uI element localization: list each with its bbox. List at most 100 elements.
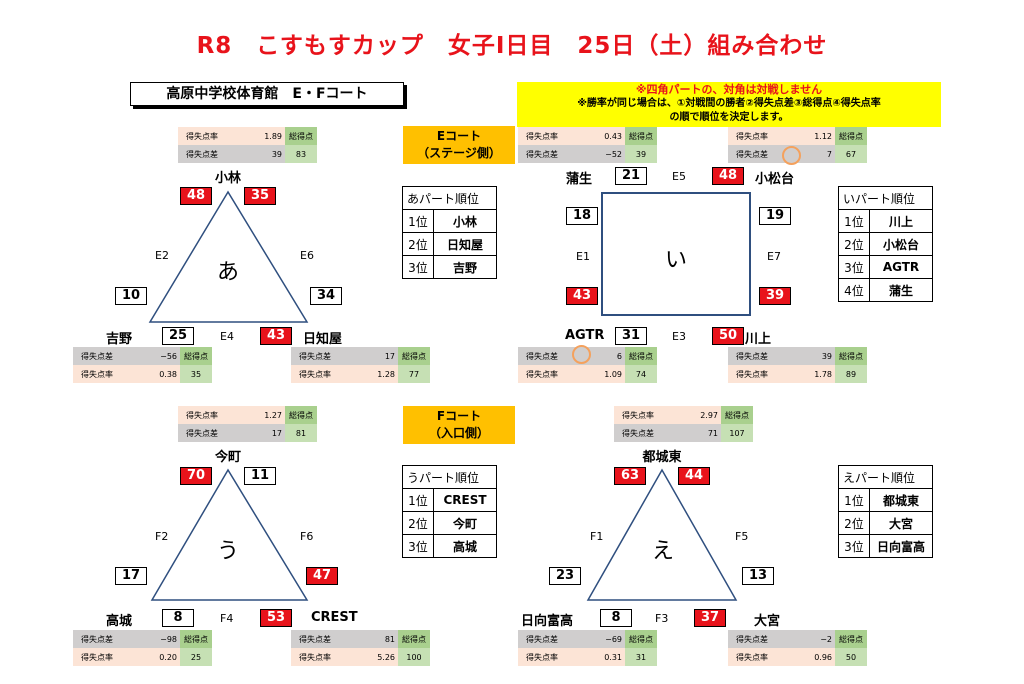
total-value: 107 <box>721 424 753 442</box>
match-label: E1 <box>576 250 590 263</box>
diff-label: 得失点差 <box>291 630 360 648</box>
rate-value: 0.31 <box>587 648 625 666</box>
rate-label: 得失点率 <box>518 648 587 666</box>
match-label: F6 <box>300 530 314 543</box>
rank-team: CREST <box>433 488 497 512</box>
total-label: 総得点 <box>835 127 867 145</box>
ranking-title: うパート順位 <box>402 465 497 489</box>
team-name: AGTR <box>565 328 605 343</box>
match-label: E7 <box>767 250 781 263</box>
score: 8 <box>600 609 632 627</box>
total-value: 67 <box>835 145 867 163</box>
rank-team: 都城東 <box>869 488 933 512</box>
rate-label: 得失点率 <box>178 127 247 145</box>
diff-value: −69 <box>587 630 625 648</box>
court-f-side: （入口側） <box>428 426 489 440</box>
total-value: 77 <box>398 365 430 383</box>
notice-line-1: ※四角パートの、対角は対戦しません <box>635 83 823 96</box>
match-label: E5 <box>672 170 686 183</box>
pool-e-triangle <box>586 468 738 601</box>
rate-label: 得失点率 <box>178 406 247 424</box>
total-value: 74 <box>625 365 657 383</box>
ranking-title: えパート順位 <box>838 465 933 489</box>
match-label: E4 <box>220 330 234 343</box>
rank-team: 今町 <box>433 511 497 535</box>
rank-team: 蒲生 <box>869 278 933 302</box>
pool-i-square <box>601 192 751 316</box>
rate-value: 1.89 <box>247 127 285 145</box>
score: 63 <box>614 467 646 485</box>
rank-team: 日向富高 <box>869 534 933 558</box>
rate-value: 0.38 <box>142 365 180 383</box>
page-title: R8 こすもすカップ 女子Ⅰ日目 25日（土）組み合わせ <box>196 33 828 59</box>
score: 8 <box>162 609 194 627</box>
rate-value: 1.28 <box>360 365 398 383</box>
court-f-name: Fコート <box>436 409 482 423</box>
diff-value: 17 <box>247 424 285 442</box>
team-name: 蒲生 <box>566 172 593 187</box>
total-value: 39 <box>625 145 657 163</box>
diff-label: 得失点差 <box>518 630 587 648</box>
diff-label: 得失点差 <box>73 347 142 365</box>
rate-value: 2.97 <box>683 406 721 424</box>
rank-pos: 3位 <box>402 255 434 279</box>
rate-label: 得失点率 <box>518 365 587 383</box>
rank-pos: 2位 <box>402 511 434 535</box>
match-label: F3 <box>655 612 669 625</box>
rate-label: 得失点率 <box>728 365 797 383</box>
diff-value: −56 <box>142 347 180 365</box>
score: 10 <box>115 287 147 305</box>
team-name: 日向富高 <box>521 614 574 629</box>
total-value: 81 <box>285 424 317 442</box>
total-value: 35 <box>180 365 212 383</box>
ranking-title: あパート順位 <box>402 186 497 210</box>
match-label: E3 <box>672 330 686 343</box>
highlight-circle <box>572 345 591 364</box>
rank-team: 小林 <box>433 209 497 233</box>
team-name: 小林 <box>214 171 241 186</box>
total-label: 総得点 <box>835 347 867 365</box>
score: 48 <box>712 167 744 185</box>
team-name: 川上 <box>745 332 772 347</box>
total-value: 25 <box>180 648 212 666</box>
total-value: 83 <box>285 145 317 163</box>
team-name: 日知屋 <box>303 332 343 347</box>
diff-value: 17 <box>360 347 398 365</box>
court-e-side: （ステージ側） <box>417 146 501 160</box>
rank-pos: 3位 <box>838 255 870 279</box>
diff-label: 得失点差 <box>291 347 360 365</box>
rank-team: 小松台 <box>869 232 933 256</box>
highlight-circle <box>782 146 801 165</box>
pool-u-char: う <box>217 539 240 564</box>
ranking-title: いパート順位 <box>838 186 933 210</box>
score: 37 <box>694 609 726 627</box>
rate-value: 1.09 <box>587 365 625 383</box>
score: 43 <box>260 327 292 345</box>
score: 11 <box>244 467 276 485</box>
diff-value: 7 <box>797 145 835 163</box>
rank-team: 吉野 <box>433 255 497 279</box>
pool-u-triangle <box>150 468 309 601</box>
rank-pos: 1位 <box>838 488 870 512</box>
rate-label: 得失点率 <box>728 127 797 145</box>
rank-team: 高城 <box>433 534 497 558</box>
diff-value: 81 <box>360 630 398 648</box>
pool-i-char: い <box>665 248 688 273</box>
rate-label: 得失点率 <box>73 365 142 383</box>
team-name: 都城東 <box>642 450 682 465</box>
diff-label: 得失点差 <box>728 630 797 648</box>
team-name: CREST <box>311 610 358 625</box>
court-e-label: Eコート （ステージ側） <box>403 126 515 164</box>
diff-label: 得失点差 <box>518 347 587 365</box>
diff-label: 得失点差 <box>728 145 797 163</box>
total-label: 総得点 <box>285 406 317 424</box>
score: 47 <box>306 567 338 585</box>
diff-value: −98 <box>142 630 180 648</box>
score: 50 <box>712 327 744 345</box>
